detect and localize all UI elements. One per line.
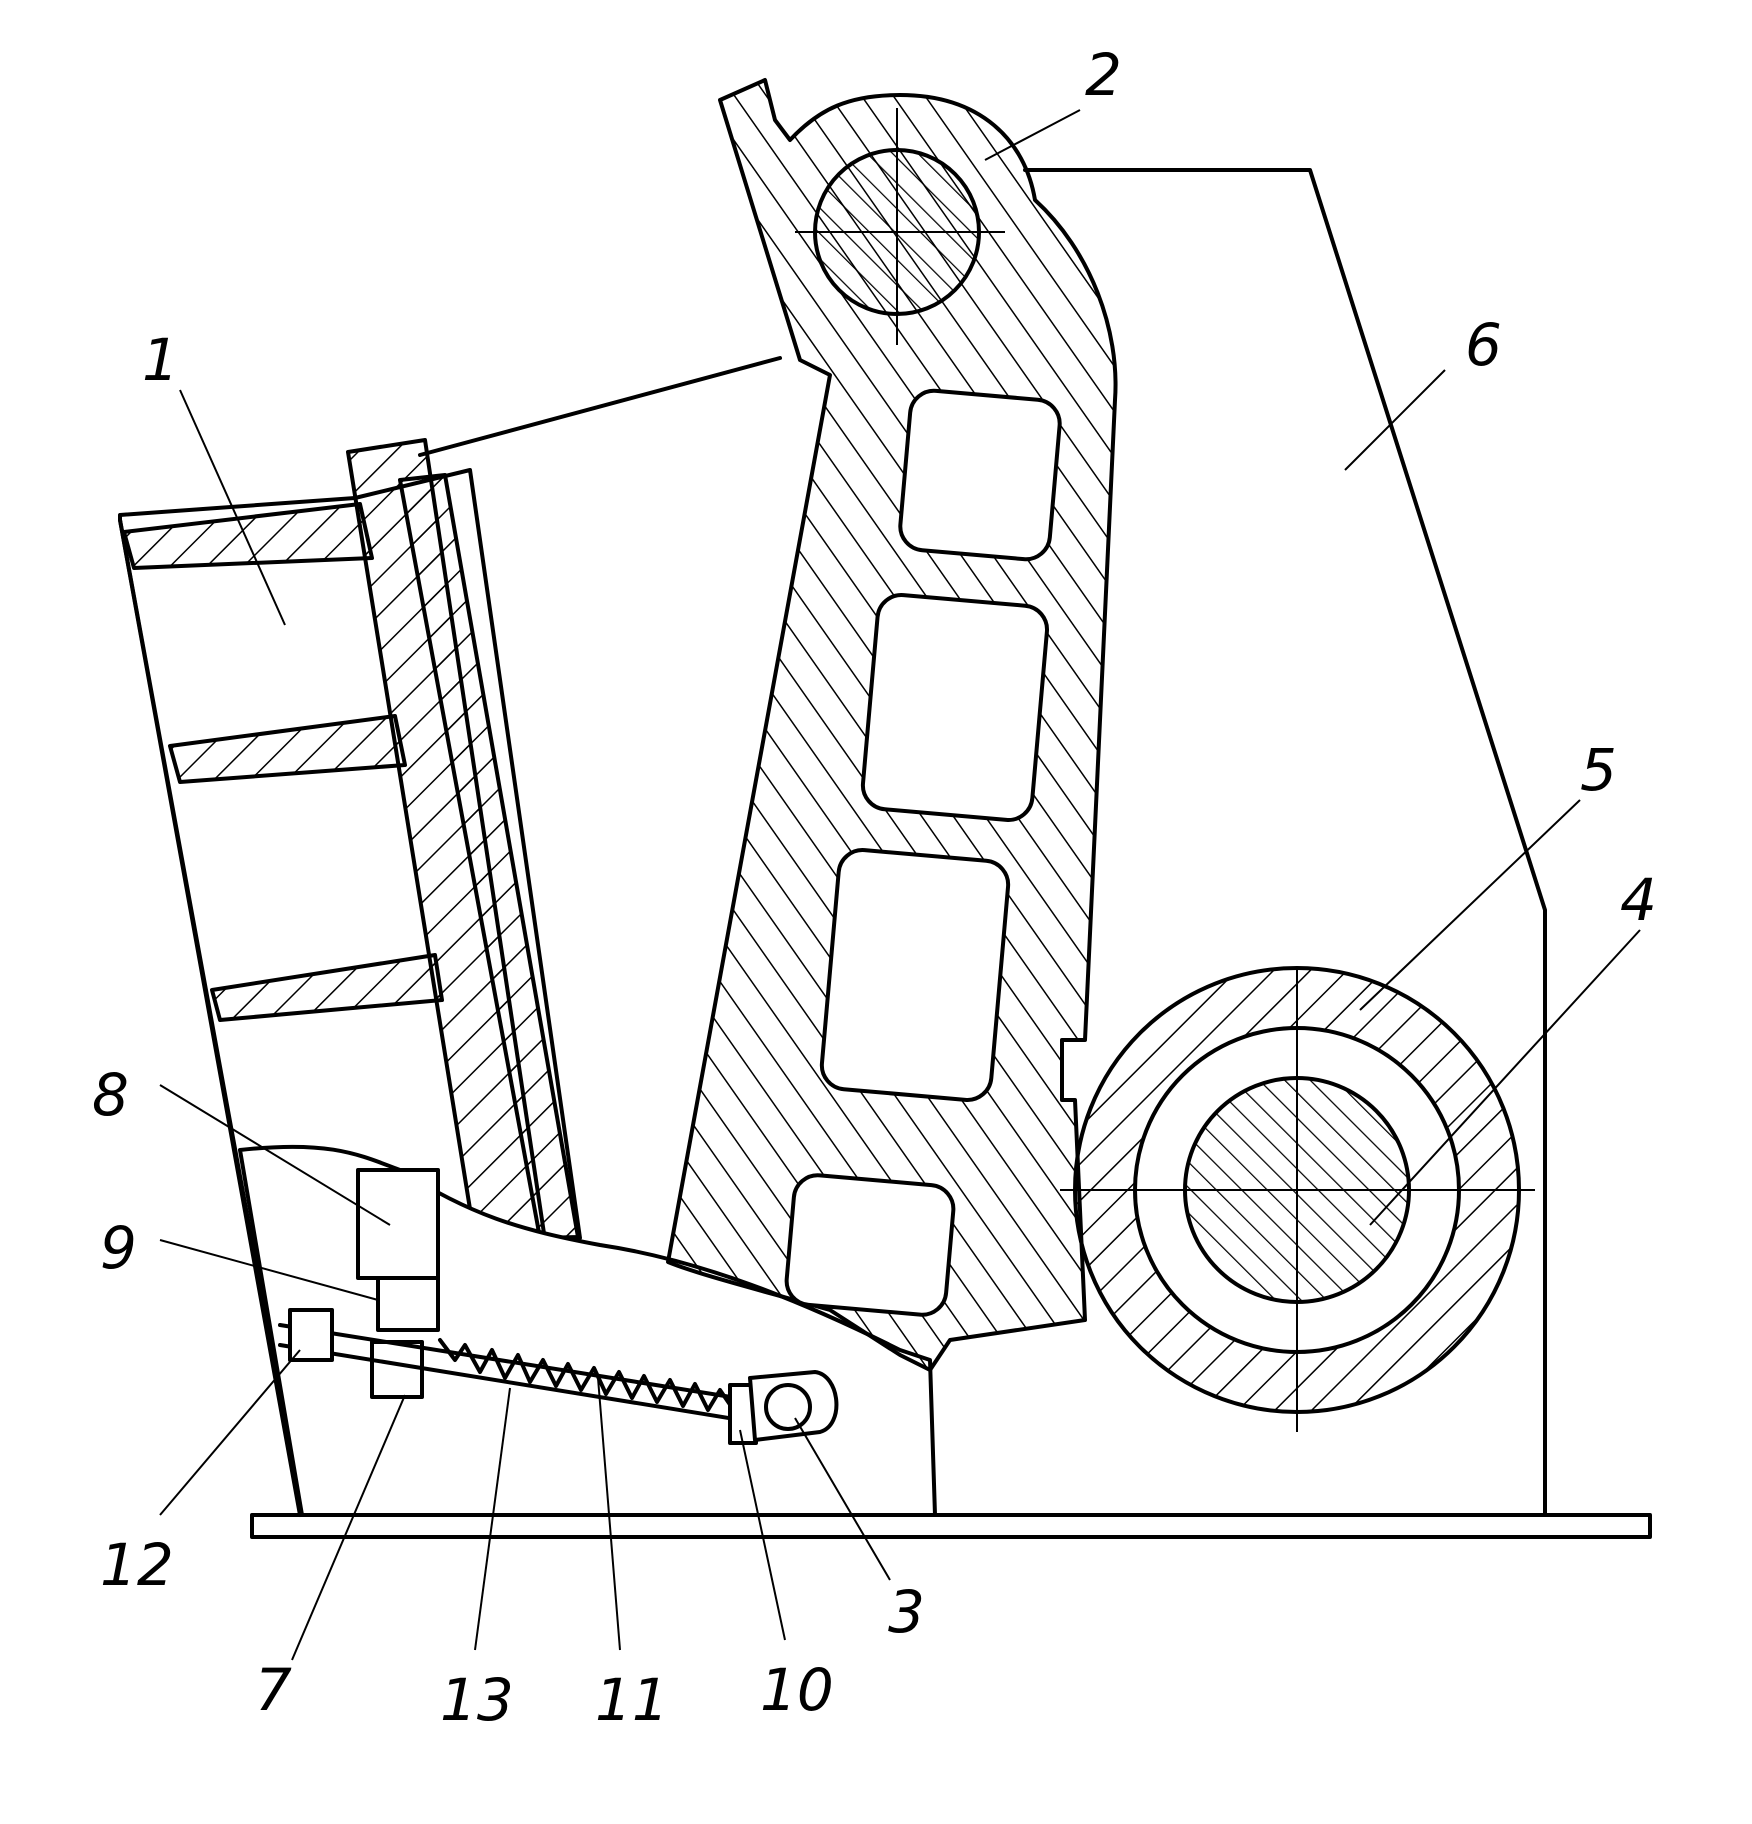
rod-eye-pin <box>764 1383 812 1431</box>
stop-block <box>376 1276 440 1332</box>
compression-spring <box>438 1338 737 1414</box>
base-plate <box>250 1513 1652 1539</box>
hopper-left-edge <box>118 518 304 1517</box>
callout-7: 7 <box>255 1656 292 1724</box>
lower-stop-block <box>370 1340 424 1399</box>
leader-5 <box>1359 799 1581 1011</box>
leader-8 <box>159 1084 391 1226</box>
tie-rod-lower <box>278 1343 792 1430</box>
callout-4: 4 <box>1620 866 1657 934</box>
leader-6 <box>1344 369 1446 471</box>
callout-9: 9 <box>100 1214 137 1282</box>
callout-10: 10 <box>760 1656 834 1724</box>
callout-11: 11 <box>595 1666 669 1734</box>
callout-5: 5 <box>1580 736 1617 804</box>
fixed-jaw-plate-inner <box>398 473 580 1240</box>
leader-7 <box>291 1394 406 1661</box>
callout-6: 6 <box>1465 311 1502 379</box>
jaw-pocket-3 <box>819 848 1011 1102</box>
callout-1: 1 <box>142 326 179 394</box>
jaw-pocket-2 <box>860 592 1050 822</box>
leader-3 <box>794 1417 891 1581</box>
jaw-pocket-1 <box>898 388 1062 562</box>
callout-2: 2 <box>1085 41 1122 109</box>
callout-12: 12 <box>100 1531 174 1599</box>
leader-11 <box>597 1377 621 1651</box>
leader-1 <box>179 389 286 626</box>
leader-12 <box>159 1349 301 1516</box>
leader-lines <box>159 109 1641 1661</box>
leader-4 <box>1369 929 1641 1226</box>
callout-13: 13 <box>440 1666 514 1734</box>
leader-10 <box>739 1429 786 1641</box>
top-connector-line <box>418 356 782 457</box>
frame-outline <box>1023 168 1547 1517</box>
jaw-pocket-4 <box>784 1173 956 1317</box>
callout-8: 8 <box>92 1061 129 1129</box>
leader-9 <box>159 1239 379 1301</box>
leader-2 <box>984 109 1081 161</box>
rod-nut <box>288 1308 334 1362</box>
support-block <box>356 1168 440 1280</box>
leader-13 <box>474 1387 511 1651</box>
callout-3: 3 <box>888 1578 925 1646</box>
